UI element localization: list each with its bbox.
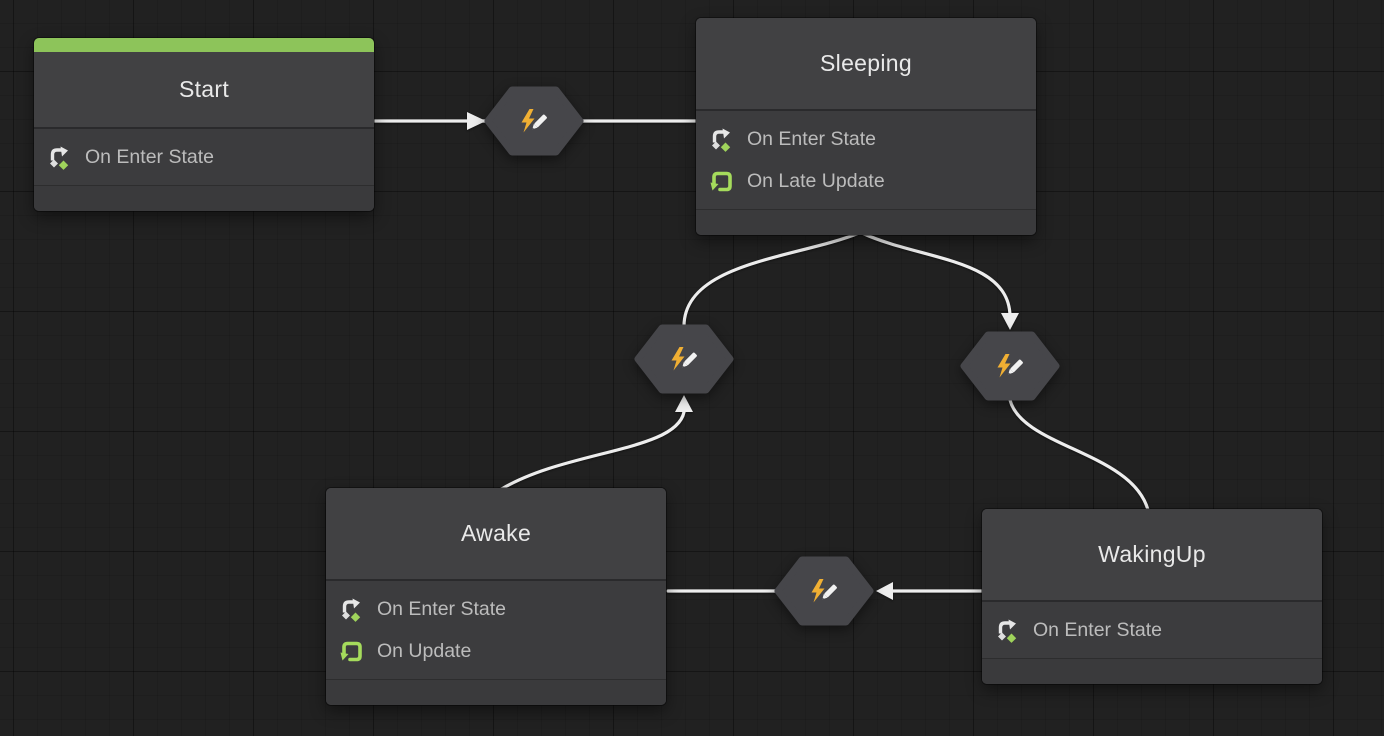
start-state-indicator [34, 38, 374, 52]
event-label: On Late Update [747, 169, 885, 192]
arrowhead-right [467, 112, 486, 130]
transition-node-wakingup-to-awake[interactable] [774, 554, 874, 628]
event-list: On Enter State On Late Update [696, 111, 1036, 209]
on-enter-state-icon [47, 144, 73, 170]
event-label: On Enter State [747, 127, 876, 150]
divider [982, 600, 1322, 602]
event-row: On Enter State [339, 588, 653, 630]
state-node-wakingup[interactable]: WakingUp On Enter State [982, 509, 1322, 684]
on-enter-state-icon [709, 126, 735, 152]
on-enter-state-icon [995, 617, 1021, 643]
divider [34, 127, 374, 129]
transition-hexagon [960, 331, 1060, 401]
event-row: On Enter State [709, 118, 1023, 160]
node-footer [696, 209, 1036, 235]
event-row: On Late Update [709, 160, 1023, 202]
event-label: On Enter State [1033, 618, 1162, 641]
wire-awake-transition-to-sleeping[interactable] [682, 231, 861, 330]
event-list: On Enter State [34, 129, 374, 185]
on-enter-state-icon [339, 596, 365, 622]
node-footer [34, 185, 374, 211]
on-update-icon [339, 638, 365, 664]
event-row: On Enter State [995, 609, 1309, 651]
transition-hexagon [634, 324, 734, 394]
lightning-pencil-icon [811, 579, 837, 603]
wire-transition-to-wakingup[interactable] [1008, 398, 1150, 512]
state-node-sleeping[interactable]: Sleeping On Enter State [696, 18, 1036, 235]
event-list: On Enter State On Update [326, 581, 666, 679]
event-label: On Enter State [85, 145, 214, 168]
transition-hexagon [774, 556, 874, 626]
state-title: Sleeping [696, 18, 1036, 109]
divider [696, 109, 1036, 111]
on-update-icon [709, 168, 735, 194]
event-row: On Update [339, 630, 653, 672]
node-footer [326, 679, 666, 705]
state-title: WakingUp [982, 509, 1322, 600]
wire-sleeping-to-wakingup-transition[interactable] [860, 231, 1012, 318]
state-node-start[interactable]: Start On Enter State [34, 38, 374, 211]
transition-node-sleeping-to-wakingup[interactable] [960, 329, 1060, 403]
transition-node-start-to-sleeping[interactable] [484, 84, 584, 158]
lightning-pencil-icon [671, 347, 697, 371]
event-label: On Update [377, 639, 472, 662]
event-row: On Enter State [47, 136, 361, 178]
state-title: Awake [326, 488, 666, 579]
event-list: On Enter State [982, 602, 1322, 658]
node-footer [982, 658, 1322, 684]
wire-awake-to-transition[interactable] [498, 410, 686, 492]
state-node-awake[interactable]: Awake On Enter State [326, 488, 666, 705]
lightning-pencil-icon [997, 354, 1023, 378]
arrowhead-up [675, 395, 693, 412]
arrowhead-down [1001, 313, 1019, 330]
event-label: On Enter State [377, 597, 506, 620]
arrowhead-left [876, 582, 893, 600]
transition-node-awake-to-sleeping[interactable] [634, 322, 734, 396]
transition-hexagon [484, 86, 584, 156]
divider [326, 579, 666, 581]
lightning-pencil-icon [521, 109, 547, 133]
state-title: Start [34, 52, 374, 127]
